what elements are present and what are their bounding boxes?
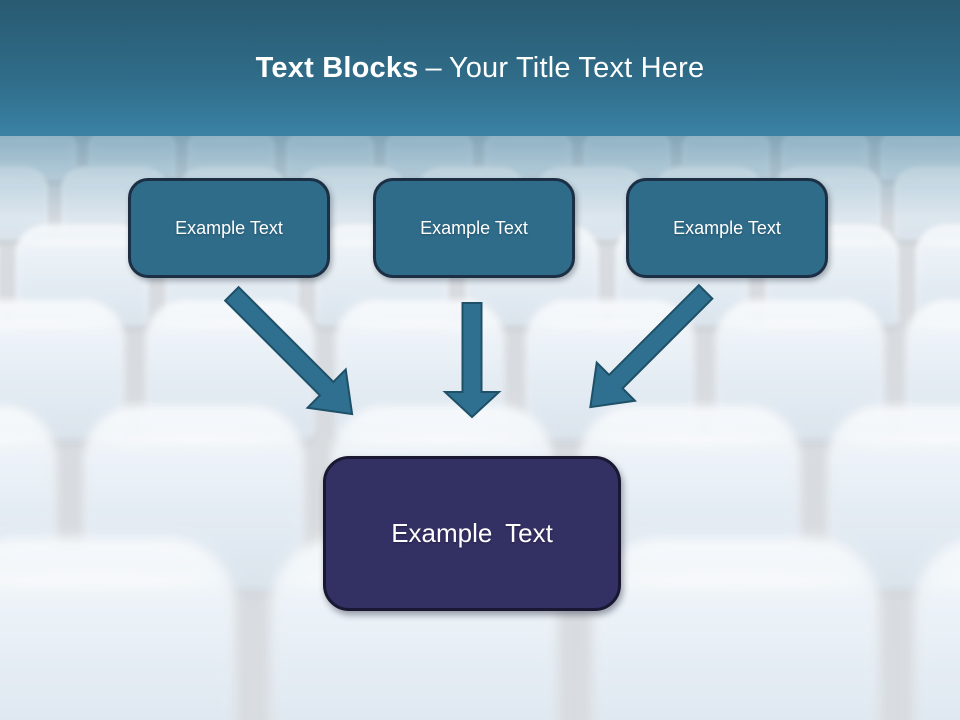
title-bold-text: Text Blocks <box>255 52 419 84</box>
title-rest-text: Your Title Text Here <box>448 52 705 84</box>
text-block-top-2[interactable]: Example Text <box>373 178 575 278</box>
text-block-top-1[interactable]: Example Text <box>128 178 330 278</box>
arrow-down-left-icon <box>589 283 714 409</box>
slide-title[interactable]: Text Blocks–Your Title Text Here <box>0 52 960 85</box>
seat-shape <box>592 538 880 720</box>
text-block-center[interactable]: Example Text <box>323 456 621 611</box>
text-block-top-1-label: Example Text <box>175 217 283 238</box>
seat-row <box>0 538 960 720</box>
text-block-top-3-label: Example Text <box>673 217 781 238</box>
seat-shape <box>0 538 236 720</box>
text-block-center-label: Example Text <box>391 518 553 548</box>
arrow-down-right-icon <box>223 285 354 416</box>
slide-header: Text Blocks–Your Title Text Here <box>0 0 960 136</box>
title-separator: – <box>425 52 442 84</box>
text-block-top-2-label: Example Text <box>420 217 528 238</box>
text-block-top-3[interactable]: Example Text <box>626 178 828 278</box>
arrow-down-icon <box>442 302 502 419</box>
